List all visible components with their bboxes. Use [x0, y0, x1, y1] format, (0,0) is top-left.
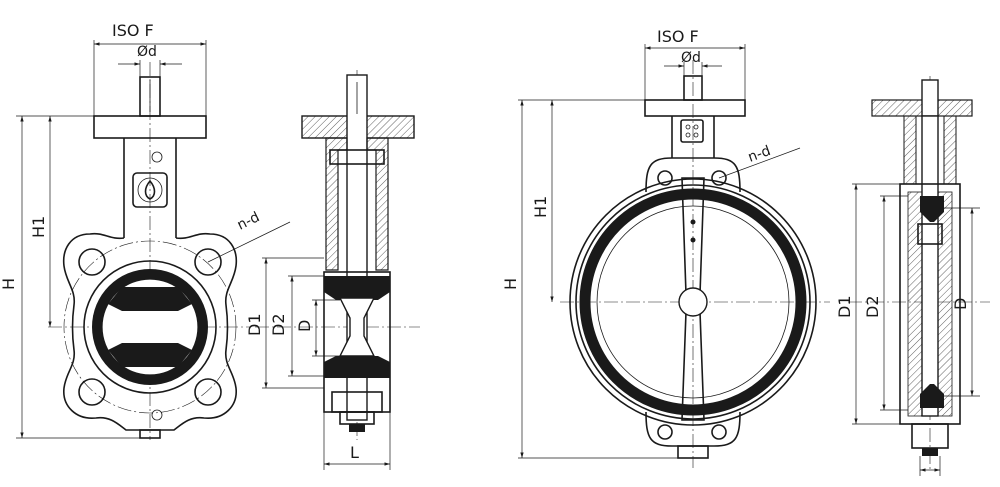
body-outer: [569, 178, 817, 426]
l-label: L: [350, 443, 359, 462]
lug-valve-section-view: D1 D2 D L: [245, 70, 420, 470]
neck-marker: [680, 119, 704, 143]
od-label-wafer: Ød: [681, 50, 701, 66]
seat-top: [324, 276, 390, 300]
iso-f-label-wafer: ISO F: [657, 27, 699, 46]
n-d-label: n-d: [235, 209, 263, 233]
seal-bottom-wafer: [920, 384, 944, 408]
d2-label-lug: D2: [269, 314, 288, 337]
rubber-seat-wafer: [579, 188, 807, 416]
iso-f-label: ISO F: [112, 21, 154, 40]
disc-section: [338, 297, 376, 357]
d-label-wafer: D: [951, 298, 970, 310]
position-indicator: [132, 172, 168, 208]
seat-bottom: [324, 356, 390, 378]
bolt-hole: [78, 378, 106, 406]
disc-upper: [108, 287, 192, 311]
d1-label-wafer: D1: [835, 296, 854, 319]
neck: [123, 138, 177, 238]
n-d-label-wafer: n-d: [746, 143, 773, 166]
seat-outer: [83, 260, 217, 394]
seal-top-wafer: [920, 196, 944, 222]
bolt-hole: [194, 378, 222, 406]
h-label-wafer: H: [501, 278, 520, 290]
od-label: Ød: [137, 44, 157, 60]
h-label: H: [0, 278, 18, 290]
d2-label-wafer: D2: [863, 296, 882, 319]
lug-valve-front-view: ISO F Ød n-d H H1: [0, 21, 291, 440]
d1-label-lug: D1: [245, 314, 264, 337]
h1-label: H1: [29, 216, 48, 238]
upper-ear: [645, 157, 741, 193]
wafer-valve-front-view: ISO F Ød n-d H H1: [501, 27, 830, 468]
top-flange-wafer: [644, 99, 746, 117]
bolt-hole: [78, 248, 106, 276]
d-label-lug: D: [295, 320, 314, 332]
disc-lower: [108, 343, 192, 367]
bolt-hole: [194, 248, 222, 276]
disc-hub: [678, 287, 708, 317]
wafer-valve-section-view: D1 D2 D: [835, 76, 990, 476]
pitch-circle: [63, 240, 237, 414]
stem: [139, 76, 161, 117]
h1-label-wafer: H1: [531, 196, 550, 218]
